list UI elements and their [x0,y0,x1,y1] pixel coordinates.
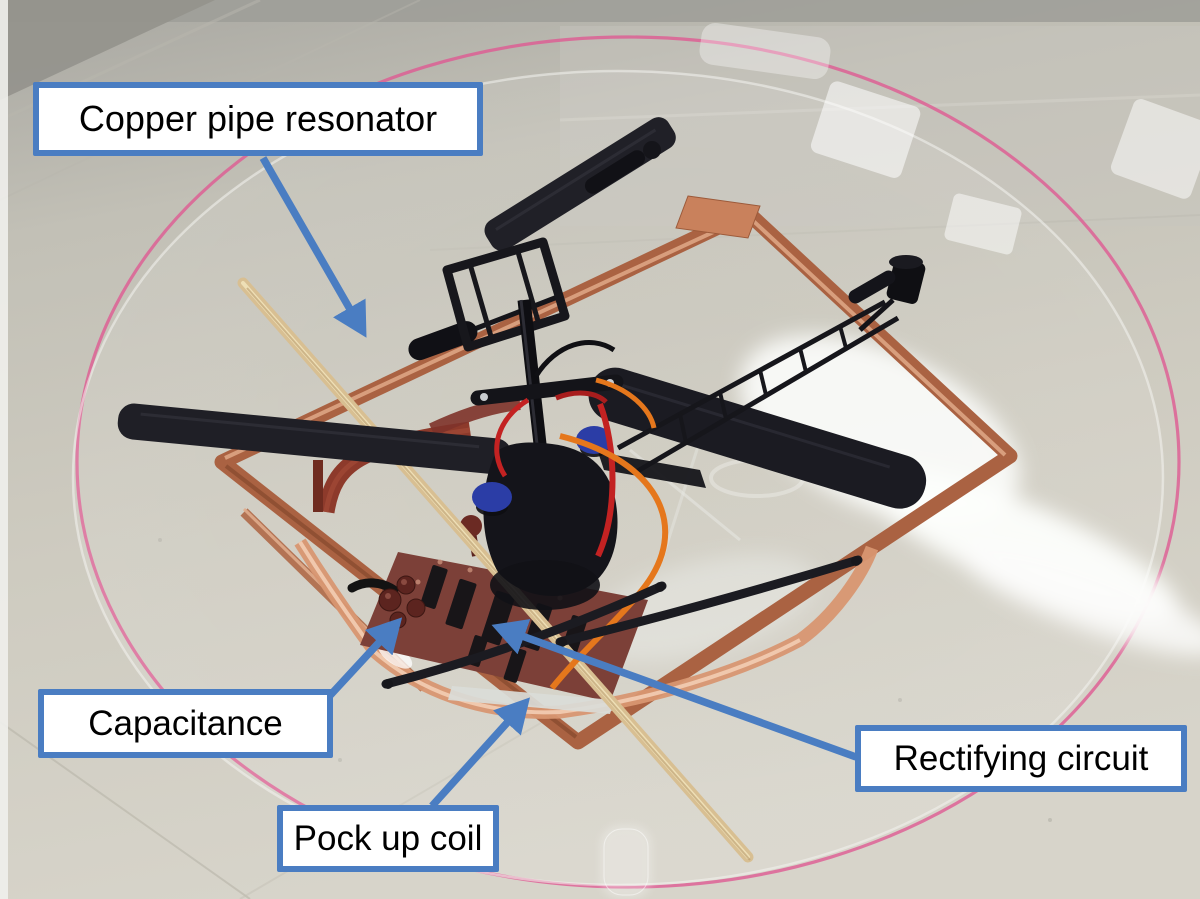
arrow-copper-pipe-resonator [259,156,367,338]
arrow-pock-up-coil [429,697,531,809]
label-copper-pipe-resonator: Copper pipe resonator [33,82,483,156]
tail-rotor [848,255,926,332]
label-rectifying-circuit-text: Rectifying circuit [893,738,1149,778]
label-capacitance-text: Capacitance [88,703,283,743]
tape-patches [699,22,1200,255]
rotor-head-frame [442,237,570,352]
upper-rotor-blade [484,117,676,251]
rotor-mast [517,299,549,463]
main-rotor-blade-right [588,367,927,509]
label-capacitance: Capacitance [38,689,333,758]
label-pock-up-coil: Pock up coil [277,805,499,872]
annotation-arrows [259,156,858,809]
arrow-capacitance [321,617,403,705]
tail-boom [616,299,900,475]
main-rotor-blade-left [117,403,512,475]
helicopter [117,117,927,690]
label-rectifying-circuit: Rectifying circuit [855,725,1187,792]
arrow-rectifying-circuit [491,619,858,761]
rotor-head-bar [470,374,624,406]
label-copper-pipe-resonator-text: Copper pipe resonator [78,98,438,139]
wires [494,340,669,690]
image-edge [0,0,8,899]
label-pock-up-coil-text: Pock up coil [293,818,483,858]
